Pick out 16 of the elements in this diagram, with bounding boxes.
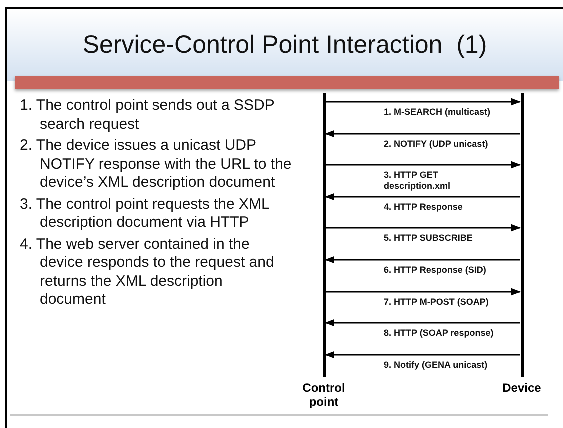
message-arrow xyxy=(326,288,522,296)
message-arrow xyxy=(324,256,520,264)
list-item: 4. The web server contained in the device responds to the request and returns the XML description document xyxy=(20,236,276,310)
list-item: 3. The control point requests the XML description document via HTTP xyxy=(20,196,270,232)
title: Service-Control Point Interaction (1) xyxy=(82,30,488,60)
message-arrow xyxy=(326,224,522,232)
message-arrow xyxy=(326,98,522,106)
list-item: 1. The control point sends out a SSDP search request xyxy=(20,97,276,134)
lifeline-label: Control point xyxy=(302,381,346,409)
message-arrow xyxy=(324,351,520,359)
message-arrow xyxy=(324,319,520,327)
lifeline-label: Device xyxy=(502,381,542,395)
message-arrow xyxy=(326,161,522,169)
list-item: 2. The device issues a unicast UDP NOTIFY response with the URL to the device’s XML description document xyxy=(20,137,292,192)
message-arrow xyxy=(324,193,520,201)
message-arrow xyxy=(324,130,520,138)
